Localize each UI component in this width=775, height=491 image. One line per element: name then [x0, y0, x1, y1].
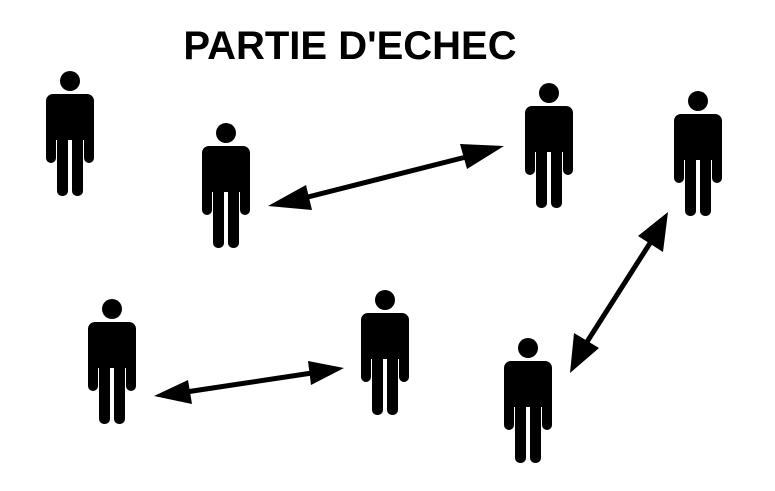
double-arrow-icon	[154, 361, 344, 404]
person-icon	[46, 71, 94, 196]
double-arrow-icon	[570, 212, 668, 373]
person-icon	[88, 299, 136, 424]
person-icon	[361, 290, 409, 415]
person-icon	[202, 123, 250, 248]
person-icon	[525, 83, 573, 208]
diagram-title: PARTIE D'ECHEC	[183, 24, 517, 68]
person-icon	[674, 91, 722, 216]
double-arrow-icon	[268, 144, 504, 210]
person-icon	[504, 338, 552, 463]
